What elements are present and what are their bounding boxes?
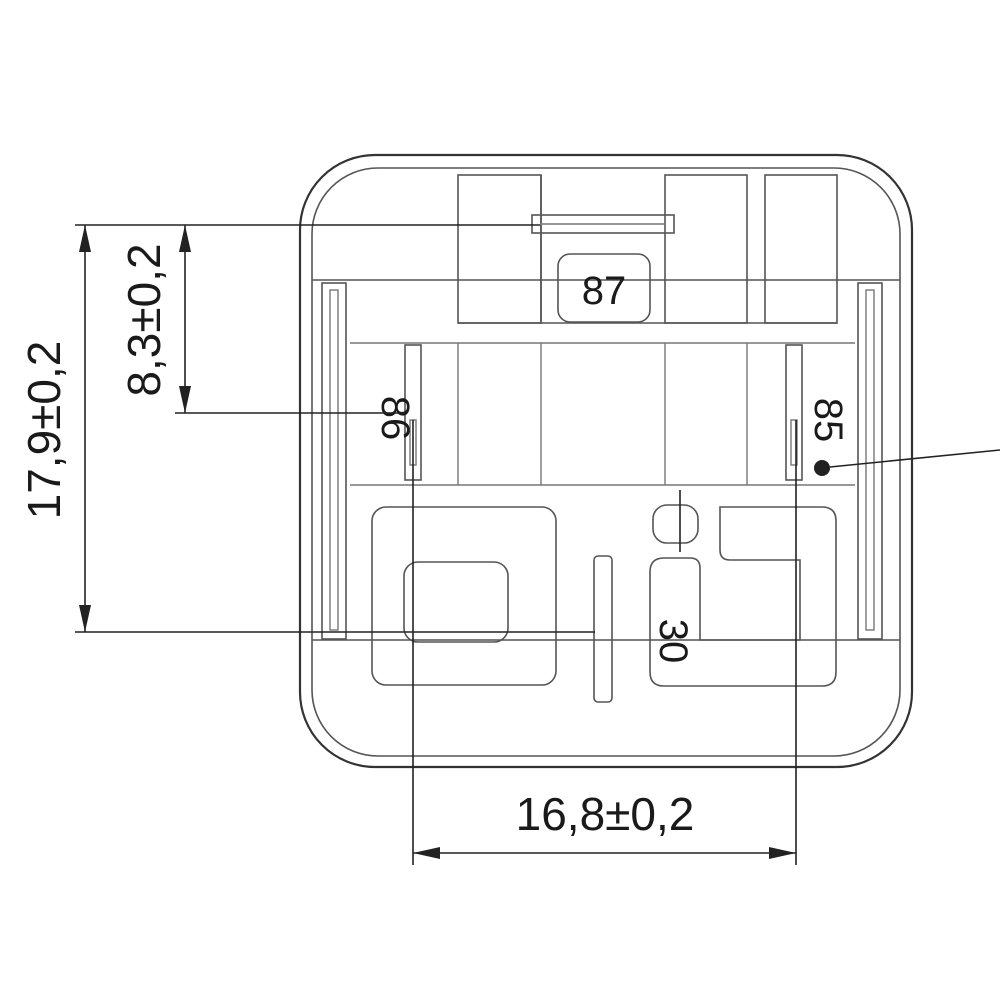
pin-87-blade xyxy=(531,214,675,234)
pin-30-blade xyxy=(593,555,613,703)
pin-87-label: 87 xyxy=(582,269,627,313)
pin-85-label: 85 xyxy=(806,398,850,443)
pin-86-label: 86 xyxy=(373,396,417,441)
dimension-pin87-offset-label: 8,3±0,2 xyxy=(118,243,170,396)
middle-band xyxy=(350,342,855,486)
right-rail xyxy=(857,282,883,640)
dimension-pin-spacing-label: 16,8±0,2 xyxy=(516,788,695,840)
dimension-overall-height-label: 17,9±0,2 xyxy=(18,341,70,520)
dimension-overall-height xyxy=(75,224,595,633)
pin-30-label: 30 xyxy=(651,619,695,664)
pin-85-blade xyxy=(785,344,803,481)
lower-cavities xyxy=(371,490,837,687)
left-rail xyxy=(321,282,347,640)
dimension-pin87-offset xyxy=(175,225,405,414)
relay-housing xyxy=(298,153,914,769)
pin-87-label-box: 87 xyxy=(557,253,651,323)
top-cavities xyxy=(457,174,838,324)
pin-85-marker xyxy=(814,449,1000,476)
dimension-pin-spacing xyxy=(412,420,797,865)
